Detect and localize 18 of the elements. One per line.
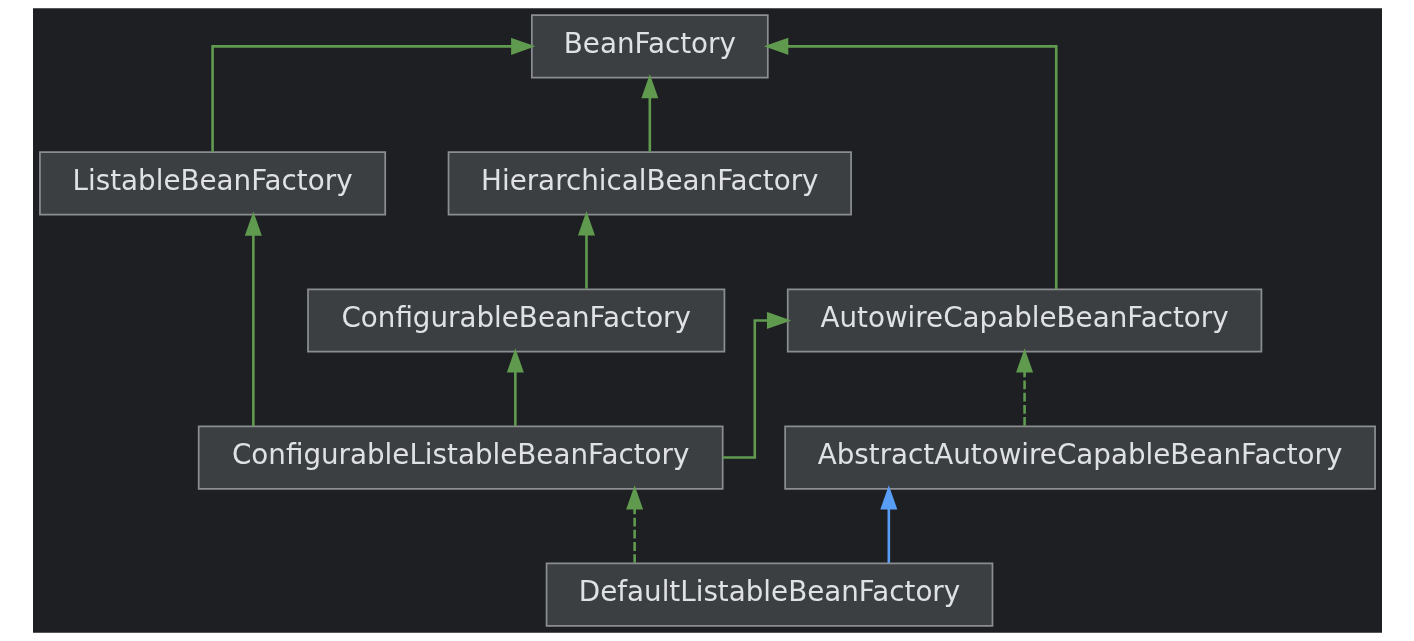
arrow [625, 485, 643, 563]
node-box: AbstractAutowireCapableBeanFactory [783, 425, 1376, 490]
node-box: BeanFactory [530, 14, 769, 79]
arrow [577, 211, 595, 289]
arrow [210, 37, 535, 152]
node-box: AutowireCapableBeanFactory [786, 288, 1262, 353]
node-box: ConfigurableBeanFactory [306, 288, 725, 353]
node-box: DefaultListableBeanFactory [545, 562, 993, 627]
node-box: ListableBeanFactory [38, 151, 386, 216]
arrow [879, 485, 897, 563]
arrow [1015, 348, 1033, 426]
arrow [244, 211, 262, 427]
node-box: HierarchicalBeanFactory [447, 151, 852, 216]
arrow [640, 74, 658, 152]
arrow [506, 348, 524, 426]
arrow [763, 37, 1058, 290]
arrow [722, 312, 791, 459]
node-box: ConfigurableListableBeanFactory [197, 425, 724, 490]
